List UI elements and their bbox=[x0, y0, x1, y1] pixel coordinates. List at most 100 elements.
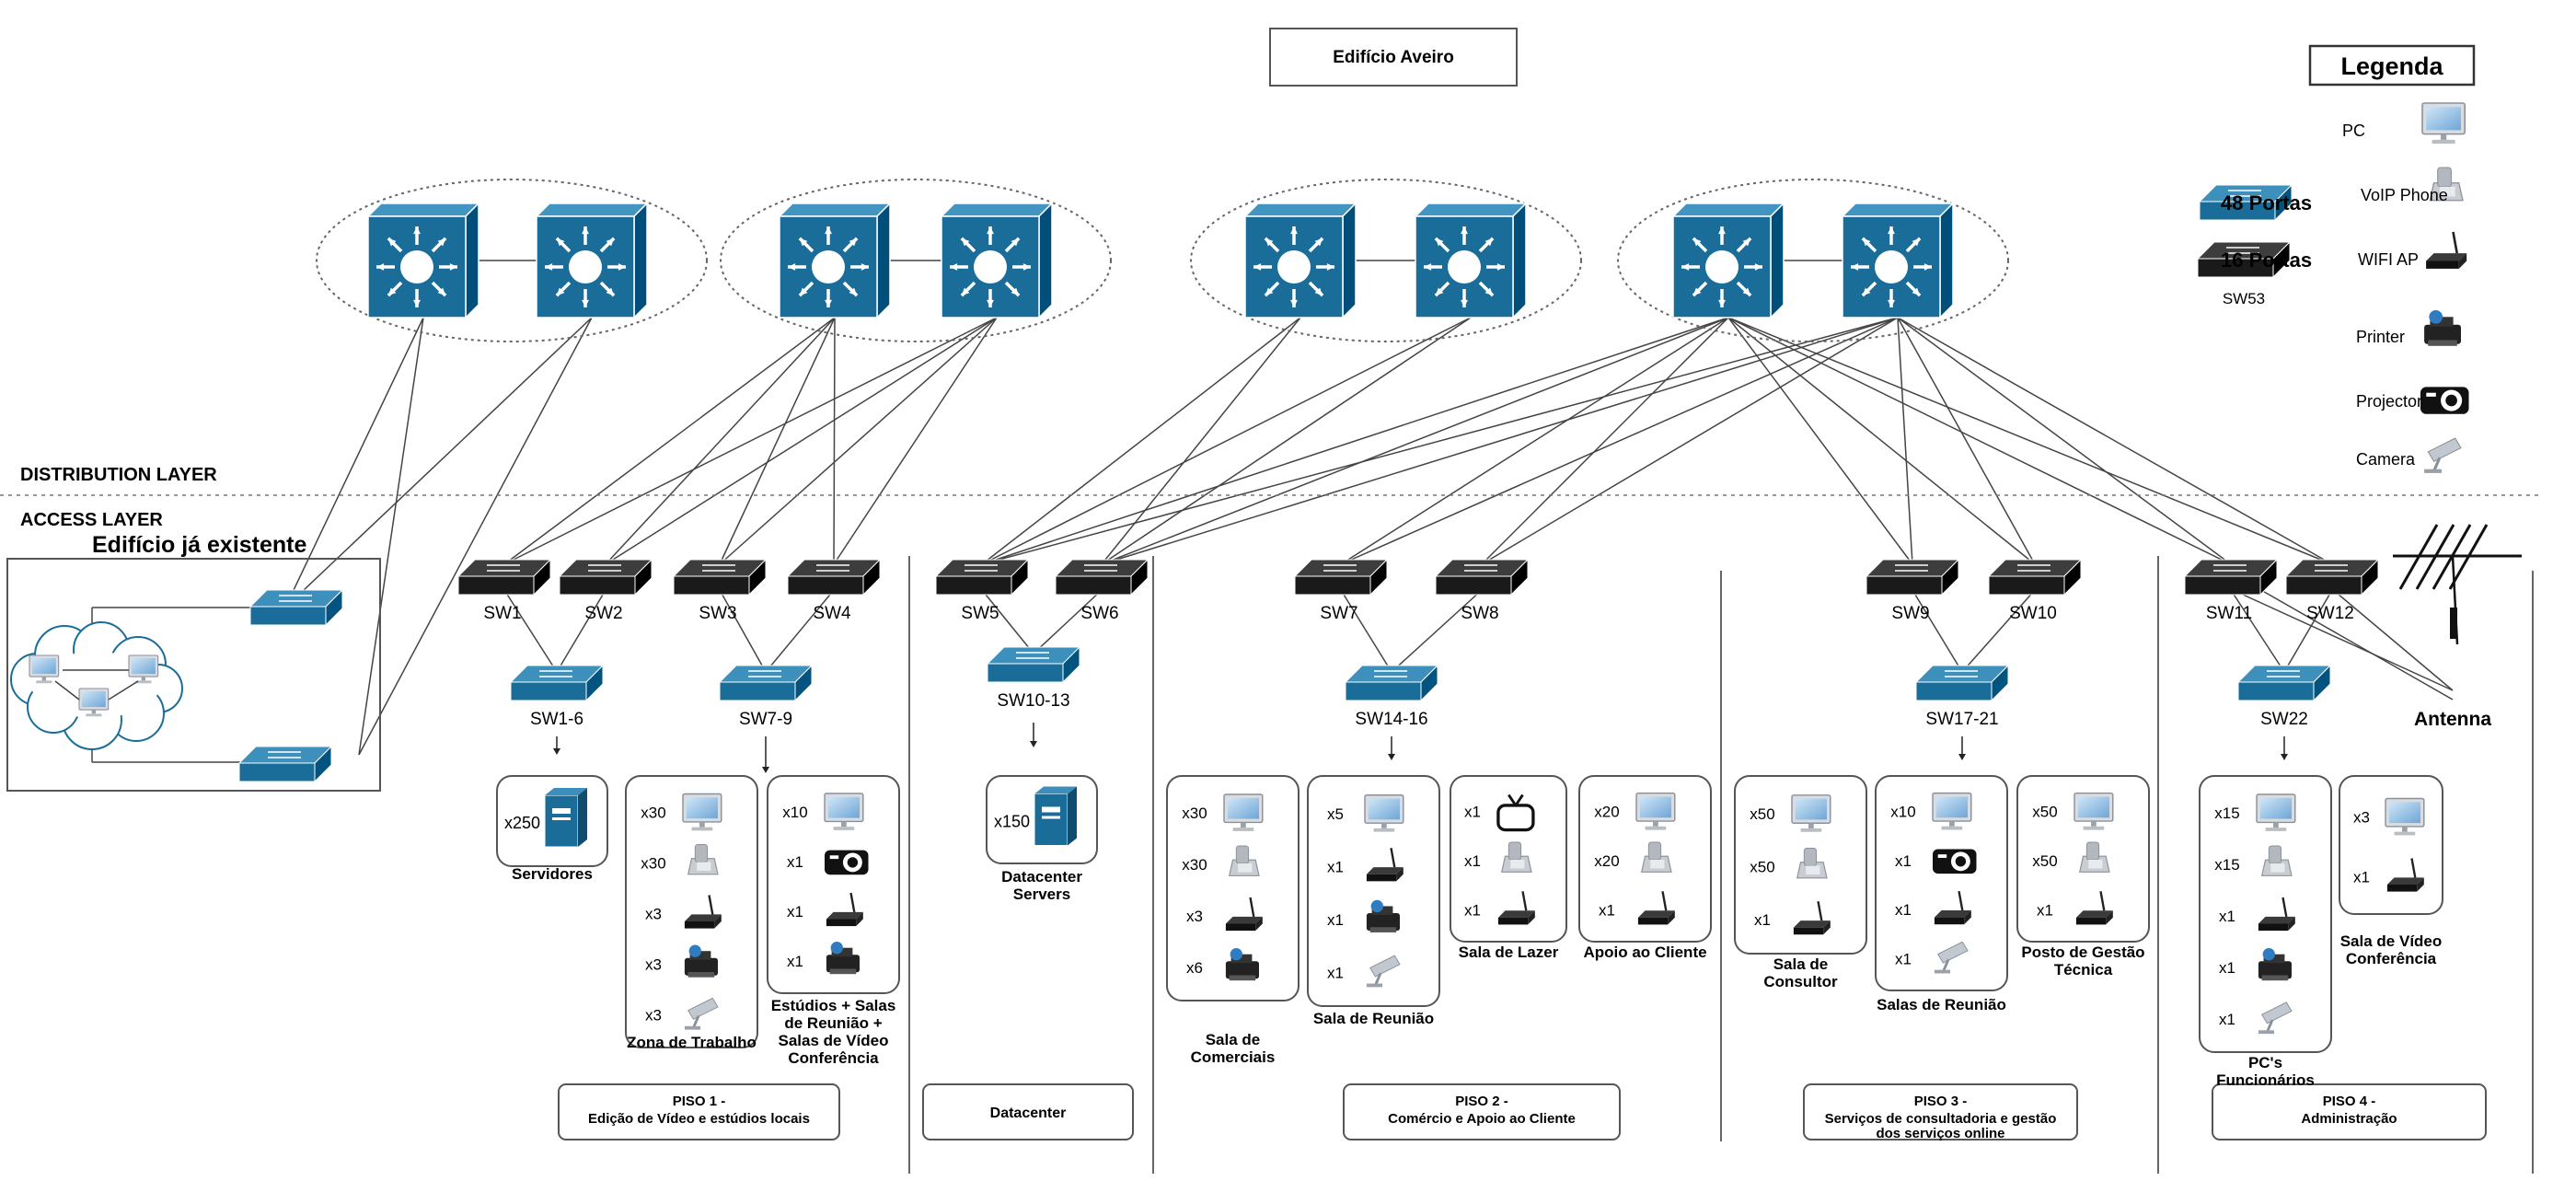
aggregation-switch bbox=[509, 664, 605, 702]
ap-side bbox=[856, 911, 863, 927]
device-count: x1 bbox=[2353, 869, 2370, 886]
switch-arrow-head bbox=[950, 263, 958, 271]
device-box-frame bbox=[1166, 775, 1300, 1001]
device-count: x1 bbox=[1464, 804, 1481, 821]
floor-subtitle: dos serviços online bbox=[1876, 1126, 2004, 1141]
uplink-line bbox=[719, 317, 998, 565]
pc-icon bbox=[1223, 793, 1264, 831]
phone-handset bbox=[1647, 841, 1662, 861]
access-switch-label: SW8 bbox=[1461, 604, 1498, 623]
camera-mount bbox=[2432, 457, 2442, 472]
monitor-base bbox=[1645, 826, 1667, 830]
ap-icon bbox=[1637, 891, 1675, 925]
monitor-screen bbox=[2388, 802, 2420, 824]
switch-front-face bbox=[238, 762, 316, 782]
monitor-base bbox=[2394, 831, 2416, 836]
server-slot bbox=[552, 817, 571, 820]
ap-front bbox=[1497, 917, 1529, 925]
ap-antenna bbox=[1958, 890, 1964, 911]
title-box bbox=[1269, 28, 1518, 87]
monitor-stand bbox=[1653, 821, 1658, 827]
uplink-line bbox=[1727, 317, 2333, 565]
switch-arrow-head bbox=[1718, 226, 1726, 235]
ap-front bbox=[2075, 917, 2107, 925]
access-switch bbox=[786, 558, 882, 596]
switch-front-face bbox=[1294, 575, 1371, 596]
switch-side-face bbox=[1038, 202, 1053, 319]
switch-top-face bbox=[778, 203, 892, 217]
switch-top-face bbox=[1841, 203, 1955, 217]
server-side bbox=[1068, 786, 1077, 846]
phone-handset bbox=[2085, 841, 2100, 861]
switch-front-face bbox=[787, 575, 864, 596]
device-count: x30 bbox=[641, 855, 665, 873]
projector-vent bbox=[829, 855, 839, 860]
uplink-line bbox=[1727, 317, 1913, 565]
legend-camera-label: Camera bbox=[2356, 450, 2416, 469]
ap-top bbox=[684, 914, 722, 921]
device-box-label: Salas de Vídeo bbox=[779, 1032, 889, 1049]
monitor-screen bbox=[686, 797, 718, 819]
uplink-line bbox=[503, 317, 998, 565]
uplink-line bbox=[1340, 317, 1729, 565]
projector-lens bbox=[847, 857, 859, 868]
distribution-switch-5 bbox=[1243, 202, 1357, 319]
device-box-frame bbox=[1875, 775, 2008, 991]
switch-arrow-head bbox=[376, 263, 385, 271]
legend-16-port-switch bbox=[2196, 240, 2292, 279]
printer-body bbox=[2424, 324, 2461, 344]
core-pair-ellipse bbox=[1617, 179, 2009, 342]
switch-arrow-head bbox=[1923, 263, 1932, 271]
ap-icon bbox=[2426, 231, 2467, 269]
antenna-icon bbox=[2393, 524, 2522, 645]
legend-sw53-label: SW53 bbox=[2223, 290, 2265, 307]
switch-arrow-head bbox=[1265, 287, 1274, 296]
server-side bbox=[578, 788, 587, 847]
printer-body bbox=[2258, 961, 2292, 979]
down-arrow-head bbox=[1388, 754, 1395, 760]
pc-icon bbox=[78, 688, 110, 717]
switch-front-face bbox=[249, 606, 327, 626]
links-layer bbox=[91, 260, 2454, 773]
ap-side bbox=[1255, 916, 1263, 932]
projector-lens bbox=[2445, 394, 2457, 407]
device-count: x50 bbox=[2032, 804, 2057, 821]
device-count: x1 bbox=[1327, 911, 1344, 929]
uplink-line bbox=[981, 317, 1301, 565]
ap-icon bbox=[1497, 891, 1535, 925]
floor-label-box bbox=[1803, 1083, 2078, 1140]
printer-body bbox=[1225, 961, 1259, 979]
monitor-stand bbox=[1949, 821, 1955, 827]
switch-front-face bbox=[2285, 575, 2362, 596]
access-switch-label: SW5 bbox=[961, 604, 999, 623]
legend-16-ports-label: 16 Portas bbox=[2221, 249, 2312, 272]
access-switch-label: SW9 bbox=[1891, 604, 1929, 623]
ap-icon bbox=[826, 892, 863, 927]
aggregation-switch-label: SW7-9 bbox=[739, 710, 792, 729]
ap-icon bbox=[1934, 890, 1971, 925]
ap-antenna bbox=[1390, 848, 1396, 868]
device-box-label: Sala de Lazer bbox=[1459, 944, 1559, 961]
pc-icon bbox=[1791, 794, 1831, 832]
ap-icon bbox=[2075, 891, 2113, 925]
ap-top bbox=[2386, 877, 2424, 885]
device-box-label: Servidores bbox=[512, 865, 593, 883]
distribution-switch-4 bbox=[940, 202, 1054, 319]
down-arrow-head bbox=[762, 767, 769, 773]
switch-front-face bbox=[719, 681, 796, 701]
monitor-stand bbox=[141, 677, 145, 681]
legend-voip-label: VoIP Phone bbox=[2361, 186, 2448, 204]
switch-hub-circle bbox=[974, 250, 1007, 284]
distribution-layer-label: DISTRIBUTION LAYER bbox=[20, 465, 217, 485]
camera-body bbox=[687, 997, 719, 1020]
existing-building-uplink bbox=[358, 317, 424, 756]
switch-arrow-head bbox=[1290, 226, 1298, 235]
phone-keypad bbox=[1238, 863, 1253, 873]
device-count: x30 bbox=[1182, 856, 1207, 874]
uplink-line bbox=[981, 317, 1729, 565]
server-icon bbox=[544, 788, 587, 848]
camera-body bbox=[2427, 437, 2462, 462]
printer-tray bbox=[687, 972, 715, 978]
